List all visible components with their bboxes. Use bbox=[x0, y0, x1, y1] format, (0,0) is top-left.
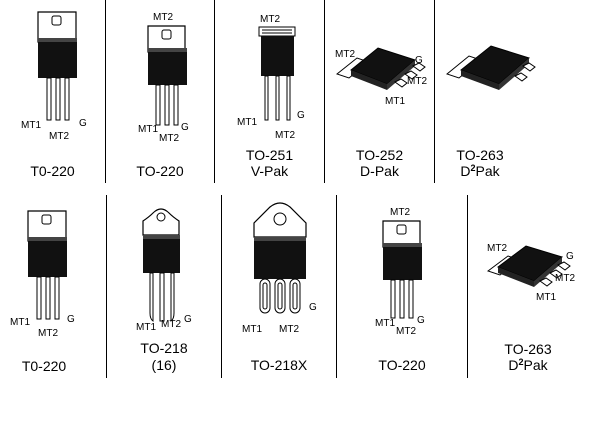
cell-divider bbox=[221, 195, 222, 378]
package-name: T0-220 bbox=[30, 163, 75, 179]
to220-package-drawing bbox=[147, 25, 187, 126]
pin-label-mt1: MT1 bbox=[237, 117, 257, 128]
pin-label-mt2: MT2 bbox=[159, 133, 179, 144]
pin-label-mt2: MT2 bbox=[38, 328, 58, 339]
pin-label-g: G bbox=[79, 118, 87, 129]
to263-package-drawing bbox=[445, 45, 536, 90]
pin-label-mt2: MT2 bbox=[161, 319, 181, 330]
pin-label-mt2: MT2 bbox=[49, 131, 69, 142]
pin-label-g: G bbox=[297, 110, 305, 121]
pin-label-tab-mt2: MT2 bbox=[260, 14, 280, 25]
pin-label-g: G bbox=[309, 302, 317, 313]
cell-divider bbox=[434, 0, 435, 183]
package-cell-to-218x: MT1 MT2 G TO-218X bbox=[222, 193, 336, 379]
cell-divider bbox=[336, 195, 337, 378]
package-subname: V-Pak bbox=[250, 163, 289, 179]
package-cell-to-263: TO-263 D2Pak bbox=[435, 0, 545, 186]
pin-label-g: G bbox=[184, 314, 192, 325]
to220-package-drawing bbox=[37, 11, 77, 121]
pin-label-mt2: MT2 bbox=[279, 324, 299, 335]
pin-label-g: G bbox=[67, 314, 75, 325]
package-row-1: MT1 MT2 G T0-220 MT2 MT1 MT2 G TO-220 bbox=[0, 0, 601, 186]
pin-label-mt2-left: MT2 bbox=[335, 49, 355, 60]
package-name: TO-252 bbox=[355, 147, 404, 163]
package-cell-to-251: MT2 MT1 MT2 G TO-251 V-Pak bbox=[215, 0, 324, 186]
package-subname: D2Pak bbox=[460, 163, 500, 179]
to251-package-drawing bbox=[258, 26, 296, 121]
pin-label-g: G bbox=[415, 55, 423, 66]
package-name: TO-220 bbox=[378, 357, 426, 373]
package-subname: D2Pak bbox=[508, 357, 548, 373]
pin-label-mt2: MT2 bbox=[275, 130, 295, 141]
cell-divider bbox=[106, 195, 107, 378]
package-cell-t0-220: MT1 MT2 G T0-220 bbox=[0, 0, 105, 186]
pin-label-mt1: MT1 bbox=[136, 322, 156, 333]
pin-label-mt2-right: MT2 bbox=[407, 76, 427, 87]
package-row-2: MT1 MT2 G T0-220 MT1 MT2 G TO-218 (16) bbox=[0, 193, 601, 379]
package-cell-to-218: MT1 MT2 G TO-218 (16) bbox=[107, 193, 221, 379]
pin-label-mt2: MT2 bbox=[396, 326, 416, 337]
package-name: TO-218 bbox=[140, 340, 188, 356]
pin-label-mt2-right: MT2 bbox=[555, 273, 575, 284]
pin-label-mt1: MT1 bbox=[375, 318, 395, 329]
pin-label-g: G bbox=[417, 315, 425, 326]
to218-package-drawing bbox=[142, 208, 180, 322]
package-name: TO-218X bbox=[250, 357, 308, 373]
pin-label-mt1: MT1 bbox=[138, 124, 158, 135]
cell-divider bbox=[324, 0, 325, 183]
cell-divider bbox=[214, 0, 215, 183]
pin-label-tab-mt2: MT2 bbox=[390, 207, 410, 218]
pin-label-mt1: MT1 bbox=[10, 317, 30, 328]
package-name: TO-251 bbox=[245, 147, 294, 163]
pin-label-g: G bbox=[181, 122, 189, 133]
pin-label-mt1: MT1 bbox=[385, 96, 405, 107]
pin-label-mt2-left: MT2 bbox=[487, 243, 507, 254]
package-cell-to-252: MT2 G MT2 MT1 TO-252 D-Pak bbox=[325, 0, 434, 186]
package-cell-to-220: MT2 MT1 MT2 G TO-220 bbox=[337, 193, 467, 379]
package-cell-t0-220: MT1 MT2 G T0-220 bbox=[0, 193, 106, 379]
pin-label-mt1: MT1 bbox=[536, 292, 556, 303]
package-name: TO-263 bbox=[504, 341, 552, 357]
pin-label-tab-mt2: MT2 bbox=[153, 12, 173, 23]
pin-label-mt1: MT1 bbox=[242, 324, 262, 335]
package-name: T0-220 bbox=[21, 358, 67, 374]
to252-package-drawing bbox=[335, 47, 426, 90]
pin-label-mt1: MT1 bbox=[21, 120, 41, 131]
to220-package-drawing bbox=[382, 220, 422, 319]
cell-divider bbox=[467, 195, 468, 378]
package-cell-to-263: MT2 G MT2 MT1 TO-263 D2Pak bbox=[468, 193, 601, 379]
pin-label-g: G bbox=[566, 251, 574, 262]
package-cell-to-220: MT2 MT1 MT2 G TO-220 bbox=[106, 0, 214, 186]
to220-package-drawing bbox=[27, 210, 67, 320]
package-name: TO-263 bbox=[456, 147, 504, 163]
to218x-package-drawing bbox=[253, 202, 307, 314]
to263-package-drawing bbox=[486, 245, 571, 287]
package-subname: D-Pak bbox=[360, 163, 399, 179]
package-name: TO-220 bbox=[136, 163, 184, 179]
package-subname: (16) bbox=[151, 357, 177, 373]
cell-divider bbox=[105, 0, 106, 183]
